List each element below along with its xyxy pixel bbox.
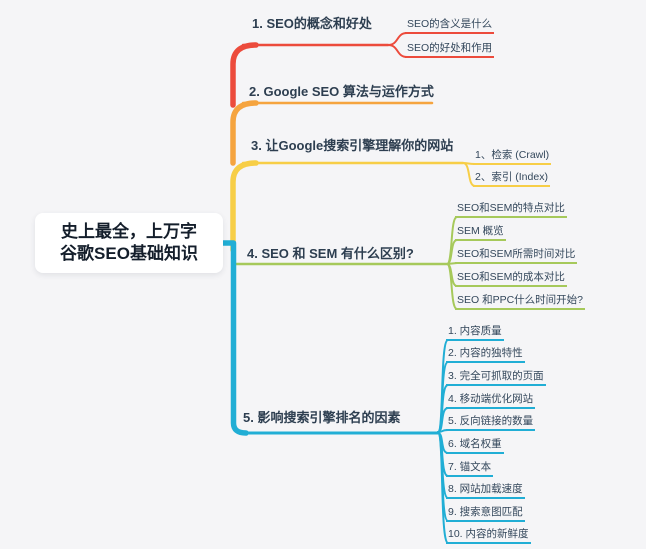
subtopic-search-intent[interactable]: 9. 搜索意图匹配 <box>446 506 525 522</box>
central-topic-line2: 谷歌SEO基础知识 <box>60 244 198 263</box>
subtopic-content-quality[interactable]: 1. 内容质量 <box>446 325 504 341</box>
branch-5-label[interactable]: 5. 影响搜索引擎排名的因素 <box>243 410 401 425</box>
branch-1-label[interactable]: 1. SEO的概念和好处 <box>252 16 372 31</box>
trunk-cyan <box>219 240 249 436</box>
branch-4-child-5-curve <box>446 263 458 310</box>
subtopic-crawlable-pages[interactable]: 3. 完全可抓取的页面 <box>446 370 546 386</box>
subtopic-site-speed[interactable]: 8. 网站加载速度 <box>446 483 525 499</box>
trunk-yellow <box>230 160 259 253</box>
subtopic-mobile-optimized[interactable]: 4. 移动端优化网站 <box>446 393 536 409</box>
subtopic-domain-authority[interactable]: 6. 域名权重 <box>446 438 504 454</box>
subtopic-seo-benefit[interactable]: SEO的好处和作用 <box>405 42 495 58</box>
branch-4-label[interactable]: 4. SEO 和 SEM 有什么区别? <box>247 246 414 261</box>
subtopic-backlink-count[interactable]: 5. 反向链接的数量 <box>446 415 536 431</box>
subtopic-crawl[interactable]: 1、检索 (Crawl) <box>473 149 552 165</box>
subtopic-sem-overview[interactable]: SEM 概览 <box>455 225 506 241</box>
subtopic-index[interactable]: 2、索引 (Index) <box>473 171 550 187</box>
subtopic-content-freshness[interactable]: 10. 内容的新鲜度 <box>446 528 531 544</box>
subtopic-seo-ppc-start[interactable]: SEO 和PPC什么时间开始? <box>455 294 586 310</box>
subtopic-seo-meaning[interactable]: SEO的含义是什么 <box>405 18 495 34</box>
subtopic-content-unique[interactable]: 2. 内容的独特性 <box>446 347 525 363</box>
subtopic-anchor-text[interactable]: 7. 锚文本 <box>446 461 494 477</box>
subtopic-seo-sem-features[interactable]: SEO和SEM的特点对比 <box>455 202 567 218</box>
branch-2-label[interactable]: 2. Google SEO 算法与运作方式 <box>249 84 434 99</box>
central-topic[interactable]: 史上最全，上万字 谷歌SEO基础知识 <box>35 213 223 273</box>
subtopic-seo-sem-time[interactable]: SEO和SEM所需时间对比 <box>455 248 578 264</box>
branch-1-child-2-curve <box>387 44 408 58</box>
subtopic-seo-sem-cost[interactable]: SEO和SEM的成本对比 <box>455 271 567 287</box>
trunk-orange <box>230 100 259 166</box>
branch-3-label[interactable]: 3. 让Google搜索引擎理解你的网站 <box>251 138 454 153</box>
branch-5-child-10-curve <box>437 432 449 544</box>
central-topic-line1: 史上最全，上万字 <box>61 222 197 241</box>
